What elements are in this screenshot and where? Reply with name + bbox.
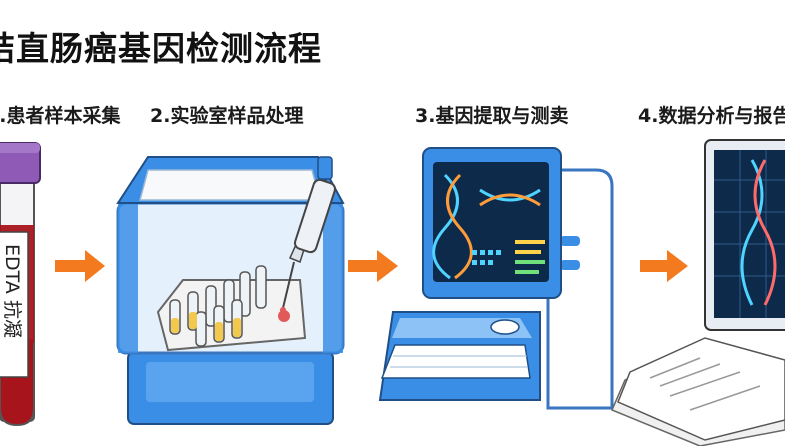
step-2-label: 2.实验室样品处理 [150, 105, 304, 127]
step-1-label: 1.患者样本采集 [0, 105, 121, 127]
data-analysis-monitor-icon [704, 139, 785, 331]
lab-processing-icon [116, 156, 345, 425]
report-document-icon [611, 337, 785, 446]
step-3-label: 3.基因提取与测卖 [415, 105, 569, 127]
blood-tube-icon: EDTA 抗凝 [0, 142, 41, 427]
arrow-right-icon [640, 250, 688, 282]
page-title: 结直肠癌基因检测流程 [0, 29, 322, 68]
arrow-right-icon [55, 250, 105, 282]
pipette-icon [280, 156, 337, 313]
sequencer-icon [378, 147, 614, 410]
tube-label-kangning: 抗凝 [1, 300, 23, 338]
step-4-label: 4.数据分析与报告 [638, 105, 785, 127]
arrow-right-icon [348, 250, 398, 282]
tube-label-edta: EDTA [1, 244, 23, 294]
